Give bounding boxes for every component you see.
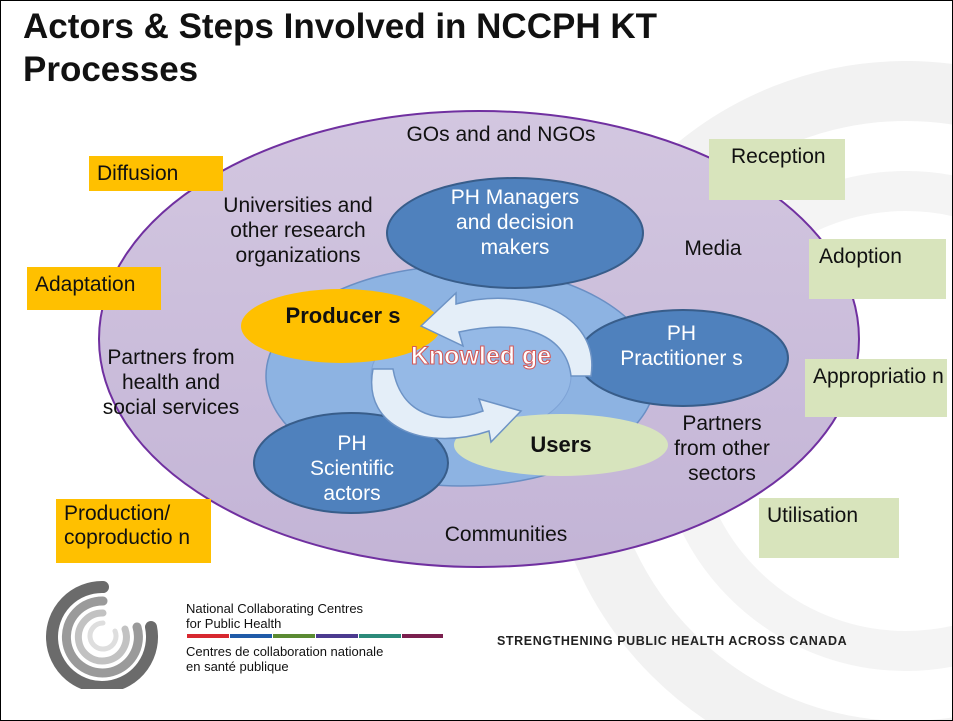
cycle-arrow-lower-icon — [370, 368, 523, 444]
knowledge-label: Knowled ge — [410, 342, 552, 371]
communities-label: Communities — [444, 523, 568, 546]
ph-managers-label: PH Managers and decision makers — [450, 186, 580, 259]
step-reception: Reception — [709, 139, 845, 200]
partners-other-label: Partners from other sectors — [674, 412, 770, 485]
org-name-fr-line1: Centres de collaboration nationale — [186, 644, 384, 659]
org-name-en-line1: National Collaborating Centres — [186, 601, 364, 616]
org-name-fr: Centres de collaboration nationale en sa… — [186, 644, 456, 674]
cycle-arrow-upper-icon — [419, 291, 593, 377]
slide-title: Actors & Steps Involved in NCCPH KT Proc… — [23, 7, 657, 89]
ph-scientific-ellipse — [253, 412, 449, 514]
ph-practitioners-label: PH Practitioner s — [620, 322, 743, 370]
org-name-en: National Collaborating Centres for Publi… — [186, 601, 446, 631]
step-diffusion: Diffusion — [89, 156, 223, 191]
producers-label: Producer s — [285, 303, 401, 328]
step-adaptation: Adaptation — [27, 267, 161, 310]
ph-scientific-label: PH Scientific actors — [309, 432, 395, 505]
media-label: Media — [684, 237, 742, 260]
org-name-en-line2: for Public Health — [186, 616, 282, 631]
org-name-fr-line2: en santé publique — [186, 659, 289, 674]
users-label: Users — [530, 432, 592, 457]
universities-label: Universities and other research organiza… — [223, 194, 373, 267]
step-adoption: Adoption — [809, 239, 946, 299]
color-bar-divider — [187, 634, 443, 638]
nccph-swirl-logo-icon — [46, 580, 158, 689]
users-ellipse — [454, 414, 668, 476]
producers-ellipse — [241, 289, 441, 363]
step-appropriation: Appropriatio n — [805, 359, 947, 417]
step-utilisation: Utilisation — [759, 498, 899, 558]
gos-ngos-label: GOs and and NGOs — [406, 123, 596, 146]
tagline: STRENGTHENING PUBLIC HEALTH ACROSS CANAD… — [497, 634, 848, 648]
step-production: Production/ coproductio n — [56, 499, 211, 563]
partners-health-label: Partners from health and social services — [102, 346, 240, 419]
ph-managers-ellipse — [386, 177, 644, 289]
